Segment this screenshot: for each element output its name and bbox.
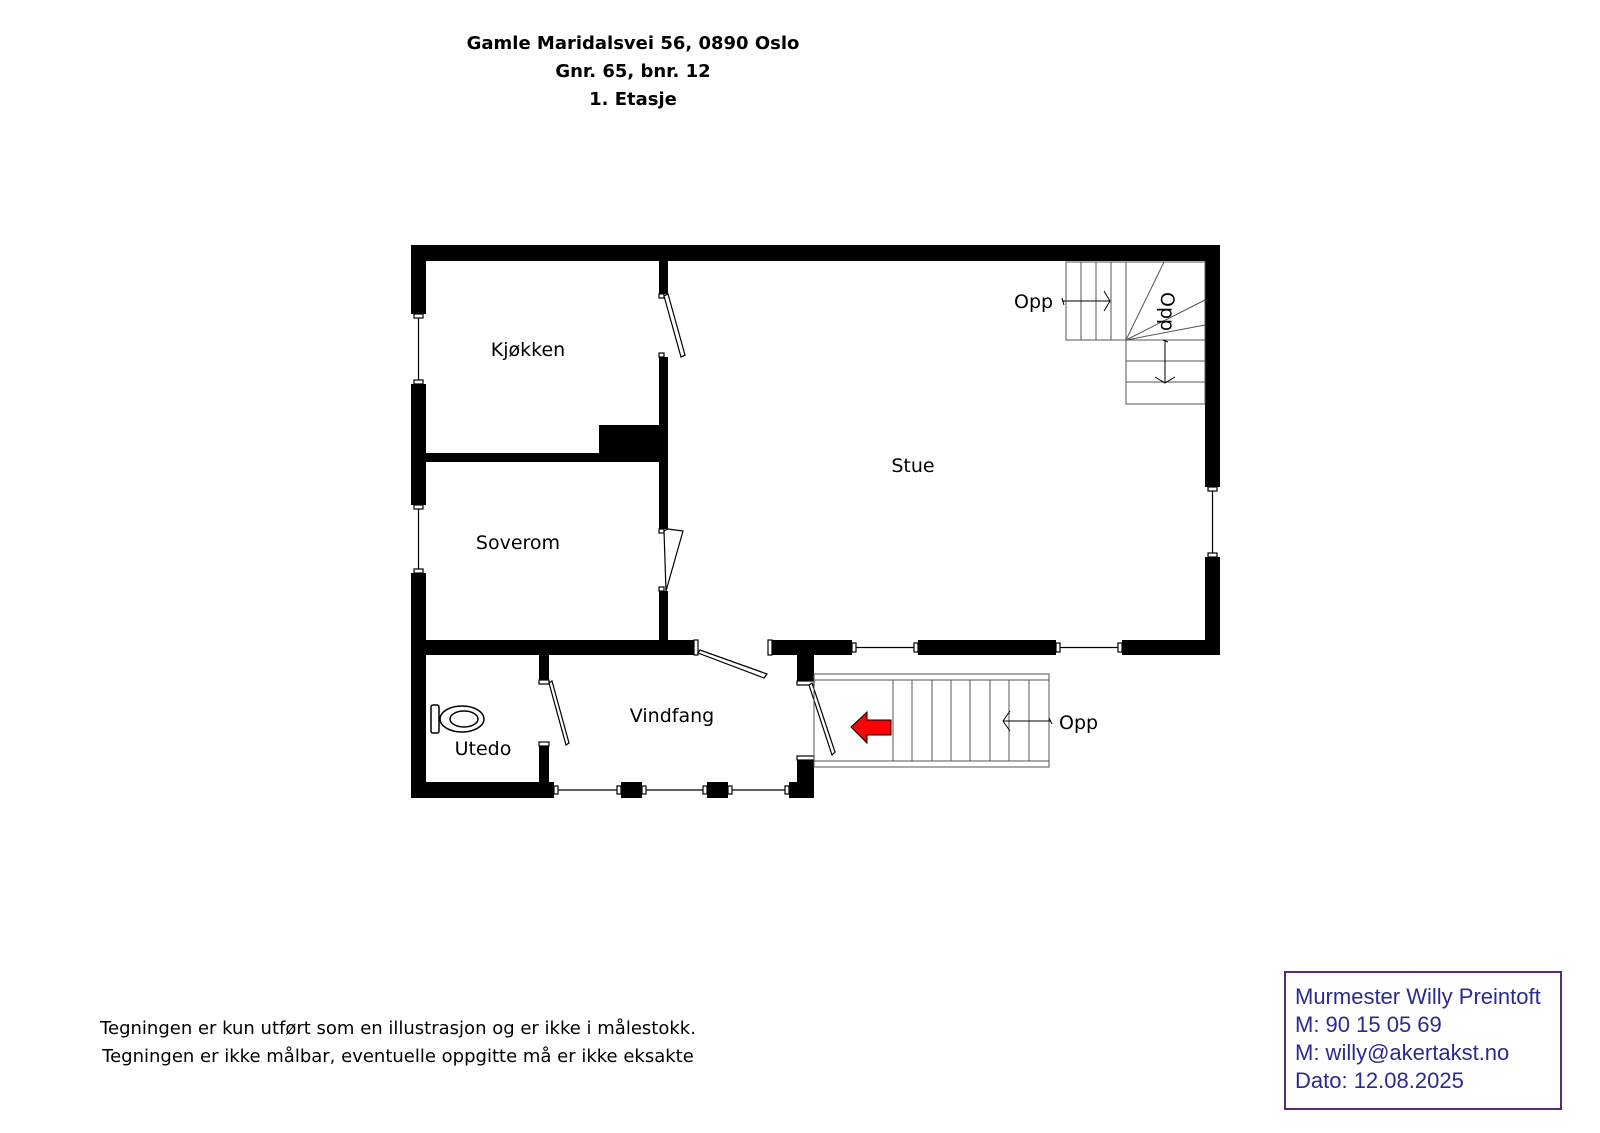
stair-label-up-outer: Opp xyxy=(1059,712,1098,734)
drawing-header: Gamle Maridalsvei 56, 0890 Oslo Gnr. 65,… xyxy=(0,30,1266,114)
wall-left-2 xyxy=(411,384,426,505)
inner-stairs xyxy=(1061,261,1206,405)
disclaimer-line-1: Tegningen er kun utført som en illustras… xyxy=(100,1018,696,1039)
wall-pier-3 xyxy=(789,782,814,798)
stair-tick xyxy=(1061,297,1065,306)
stair-labels: Opp Opp Opp xyxy=(1014,291,1178,734)
outer-stairs xyxy=(813,673,1053,768)
door-jamb xyxy=(538,741,550,747)
stair-arrow-head xyxy=(1002,710,1011,732)
room-label-entrance: Vindfang xyxy=(630,705,714,727)
wall-pier-1 xyxy=(621,782,642,798)
chimney xyxy=(599,425,659,462)
door-stue xyxy=(697,649,768,679)
contact-box: Murmester Willy Preintoft M: 90 15 05 69… xyxy=(1284,971,1562,1110)
wall-bottom-2 xyxy=(772,640,852,655)
window-cap xyxy=(553,785,559,795)
stair-step xyxy=(1125,299,1206,341)
contact-name: Murmester Willy Preintoft xyxy=(1295,984,1541,1009)
wall-utedo-1 xyxy=(539,655,549,680)
wall-kitchen-soverom xyxy=(411,453,659,462)
room-label-living: Stue xyxy=(891,455,934,477)
room-label-outhouse: Utedo xyxy=(455,738,512,760)
stair-arrow-head xyxy=(1103,290,1111,312)
room-label-kitchen: Kjøkken xyxy=(491,339,565,361)
contact-phone: M: 90 15 05 69 xyxy=(1295,1012,1442,1037)
door-jamb xyxy=(658,352,665,358)
toilet-icon xyxy=(430,704,485,734)
window-cap xyxy=(1207,486,1218,492)
wall-stue-2 xyxy=(659,357,668,529)
stair-arrow-head xyxy=(1154,376,1176,384)
door-soverom xyxy=(663,528,684,592)
wall-right-1 xyxy=(1205,245,1220,487)
door-jamb xyxy=(693,639,699,656)
contact-email: M: willy@akertakst.no xyxy=(1295,1040,1510,1065)
entrance-arrow-icon xyxy=(850,710,892,745)
property-id: Gnr. 65, bnr. 12 xyxy=(555,61,711,82)
window-cap xyxy=(784,785,790,795)
stair-step xyxy=(1125,261,1165,341)
stair-label-up-right: Opp xyxy=(1156,292,1178,331)
window-cap xyxy=(616,785,622,795)
wall-left-1 xyxy=(411,245,426,314)
door-jamb xyxy=(767,639,773,656)
stair-tick xyxy=(1162,339,1169,343)
wall-bottom-4 xyxy=(1122,640,1220,655)
disclaimer-line-2: Tegningen er ikke målbar, eventuelle opp… xyxy=(102,1046,694,1067)
room-labels: Kjøkken Soverom Stue Vindfang Utedo xyxy=(455,339,935,760)
window-cap xyxy=(702,785,708,795)
wall-stue-3 xyxy=(659,591,668,641)
wall-top xyxy=(411,245,1219,261)
wall-utedo-2 xyxy=(539,746,549,782)
window-cap xyxy=(1117,642,1123,653)
wall-pier-2 xyxy=(707,782,728,798)
door-jamb xyxy=(658,528,665,534)
doors xyxy=(538,293,836,761)
door-utedo xyxy=(548,680,570,746)
wall-annex-right-1 xyxy=(797,655,814,681)
stair-tick xyxy=(1048,717,1053,725)
window-cap xyxy=(1207,552,1218,558)
wall-bottom-1 xyxy=(411,640,694,655)
address-title: Gamle Maridalsvei 56, 0890 Oslo xyxy=(466,33,800,54)
stair-label-up-left: Opp xyxy=(1014,291,1053,313)
window-cap xyxy=(641,785,647,795)
door-jamb xyxy=(538,679,550,685)
floor-title: 1. Etasje xyxy=(589,89,677,110)
door-jamb xyxy=(658,586,665,592)
window-cap xyxy=(413,379,424,385)
disclaimer: Tegningen er kun utført som en illustras… xyxy=(60,1015,736,1071)
window-cap xyxy=(913,642,919,653)
wall-bottom-3 xyxy=(918,640,1056,655)
window-cap xyxy=(413,568,424,574)
contact-date: Dato: 12.08.2025 xyxy=(1295,1068,1464,1093)
wall-stue-1 xyxy=(659,261,668,294)
wall-left-3 xyxy=(411,573,426,798)
room-label-bedroom: Soverom xyxy=(476,532,560,554)
door-kitchen xyxy=(663,293,686,358)
wall-annex-bottom xyxy=(411,782,554,798)
windows xyxy=(413,313,1218,795)
window-cap xyxy=(413,313,424,319)
walls xyxy=(411,245,1220,798)
door-entrance xyxy=(808,682,836,757)
window-cap xyxy=(1055,642,1061,653)
door-jamb xyxy=(796,755,815,761)
window-cap xyxy=(727,785,733,795)
door-jamb xyxy=(658,293,665,299)
window-cap xyxy=(851,642,857,653)
window-cap xyxy=(413,504,424,510)
wall-right-2 xyxy=(1205,557,1220,655)
stair-step xyxy=(1125,324,1206,341)
